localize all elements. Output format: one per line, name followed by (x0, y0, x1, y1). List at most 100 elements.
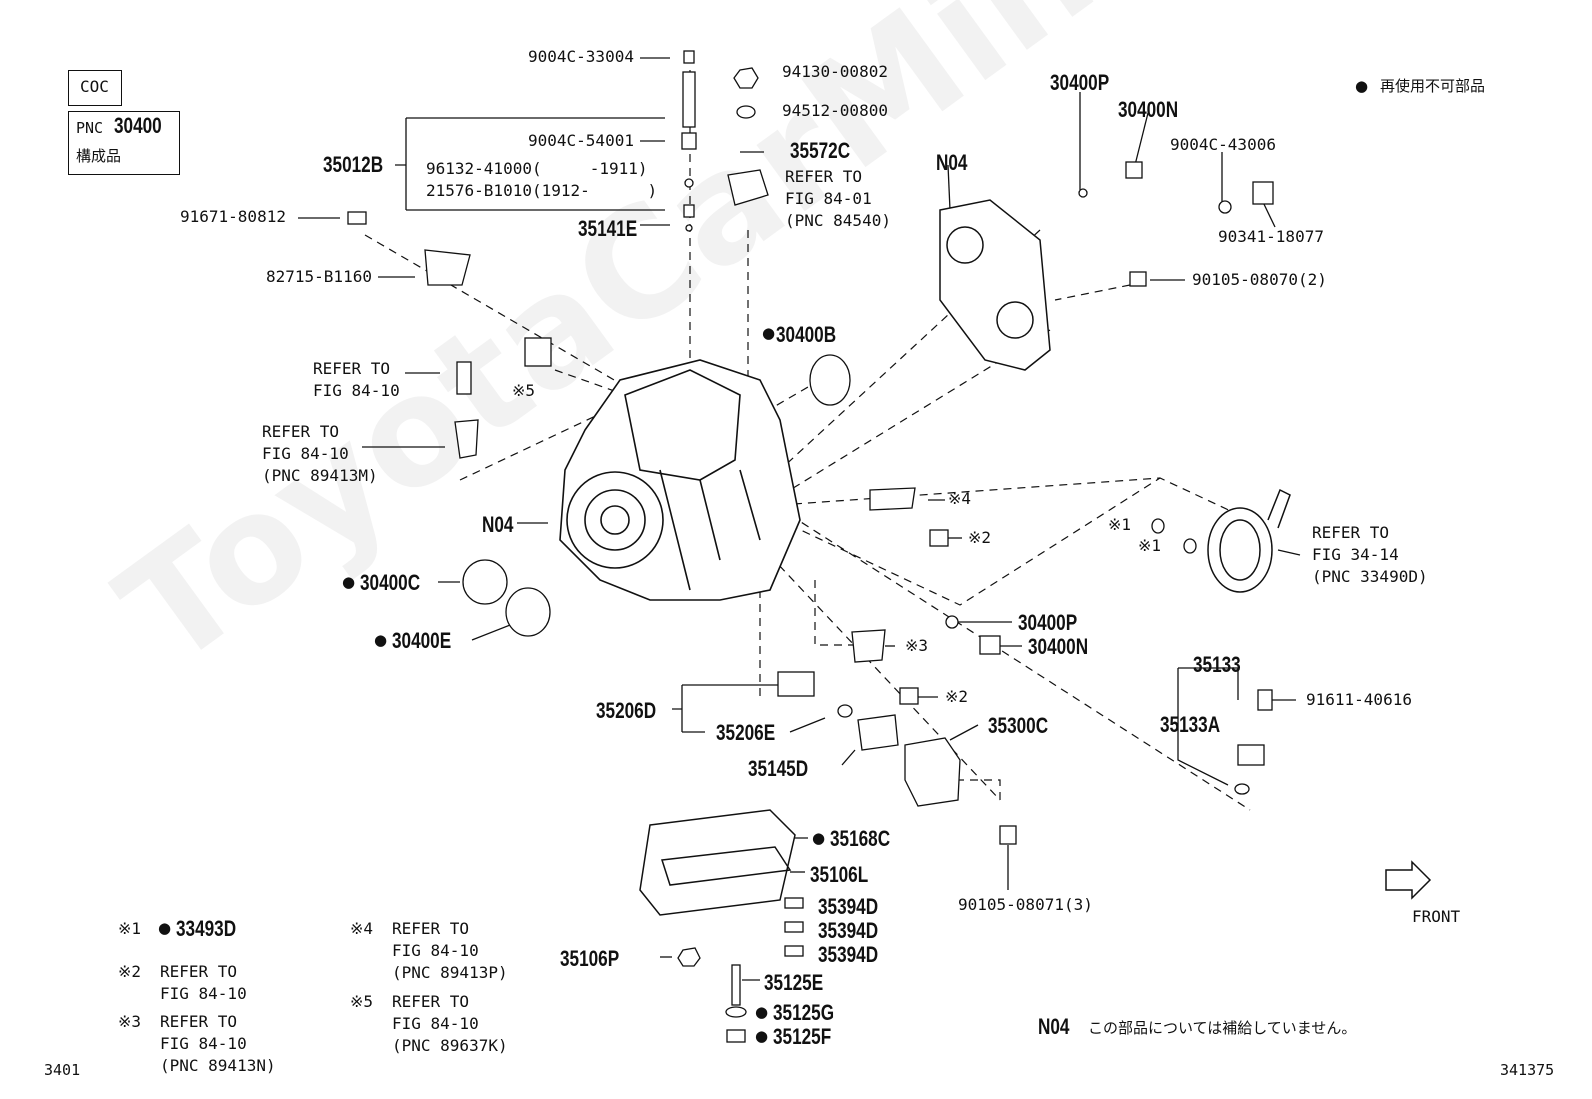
dash-pump (759, 544, 1001, 801)
part-washer (736, 105, 756, 119)
refer-8410b-l2: FIG 84-10 (262, 444, 349, 463)
part-label-21576: 21576-B1010(1912- ) (426, 181, 658, 200)
plug-35125f (726, 1029, 746, 1043)
bracket-35206d (672, 684, 800, 733)
part-spring (681, 132, 697, 150)
part-label-35394d-3: 35394D (818, 942, 879, 967)
refer-3414-l1: REFER TO (1312, 523, 1390, 542)
part-label-9004c-54001: 9004C-54001 (528, 131, 634, 150)
part-label-35141e: 35141E (578, 216, 638, 241)
footer-right-code: 341375 (1500, 1061, 1555, 1079)
stud-35125e (731, 964, 741, 1006)
note5-line3: (PNC 89637K) (392, 1036, 508, 1055)
side-cover (939, 199, 1051, 371)
oil-pan (639, 809, 796, 916)
part-label-30400n-top: 30400N (1118, 97, 1179, 122)
refer-8410a-l2: FIG 84-10 (313, 381, 400, 400)
dash-35133 (789, 514, 1251, 811)
part-m3 (851, 629, 886, 663)
legend-dot: ● (1355, 77, 1369, 95)
part-label-30400c: 30400C (360, 570, 421, 595)
sensor-35133a (1237, 744, 1265, 766)
part-oring (685, 224, 693, 232)
refer-8410b-l1: REFER TO (262, 422, 340, 441)
note4-line3: (PNC 89413P) (392, 963, 508, 982)
dot-35125f: ● (755, 1027, 769, 1045)
mark-3: ※3 (905, 636, 929, 655)
leader-35206e (789, 717, 826, 733)
part-label-96132: 96132-41000( -1911) (426, 159, 648, 178)
part-label-30400p-top: 30400P (1050, 70, 1110, 95)
bolt-m2a (929, 529, 949, 547)
dash-pump-b (955, 779, 1001, 800)
leader-refer-3414 (1277, 549, 1301, 556)
mark-5: ※5 (512, 381, 536, 400)
part-plug (683, 204, 695, 218)
part-m4 (869, 487, 916, 511)
note1-mark: ※1 (118, 919, 142, 938)
part-label-35012b: 35012B (323, 152, 384, 177)
part-label-35145d: 35145D (748, 756, 809, 781)
dash-35300c (814, 580, 870, 646)
note2-line2: FIG 84-10 (160, 984, 247, 1003)
part-label-35394d-2: 35394D (818, 918, 879, 943)
part-label-35394d-1: 35394D (818, 894, 879, 919)
dash-cooler-a (779, 477, 1251, 521)
refer-3414-l2: FIG 34-14 (1312, 545, 1399, 564)
oring-m1b (1183, 538, 1197, 554)
plug-90341 (1252, 181, 1274, 205)
part-label-30400n-mid: 30400N (1028, 634, 1089, 659)
pnc-prefix: PNC (76, 119, 104, 137)
bolt-m2b (899, 687, 919, 705)
bracket-35012b (395, 117, 665, 211)
magnet-1 (784, 897, 804, 909)
part-label-30400p-mid: 30400P (1018, 610, 1078, 635)
part-label-30400b: 30400B (776, 322, 837, 347)
leader-30400e (471, 624, 511, 641)
oring-30400p-top (1078, 188, 1088, 198)
refer-8410a-l1: REFER TO (313, 359, 391, 378)
part-label-35133a: 35133A (1160, 712, 1221, 737)
nut-35106p (677, 947, 701, 967)
dash-cooler-b (789, 477, 1161, 606)
bolt-91611 (1257, 689, 1273, 711)
note3-line3: (PNC 89413N) (160, 1056, 276, 1075)
part-bolt-refer (456, 361, 472, 395)
part-label-n04-cover: N04 (936, 150, 968, 175)
bolt-90105-2 (1129, 271, 1147, 287)
note2-mark: ※2 (118, 962, 142, 981)
refer-8401-l3: (PNC 84540) (785, 211, 891, 230)
seal-30400b (809, 354, 851, 406)
part-refer-sensor (454, 419, 479, 459)
oring-m1a (1151, 518, 1165, 534)
leader-30400n-top (1134, 112, 1149, 166)
dot-30400e: ● (374, 631, 388, 649)
mark-2b: ※2 (945, 687, 969, 706)
transmission-case (559, 359, 801, 601)
legend-text: 再使用不可部品 (1380, 77, 1486, 95)
dot-30400b: ● (762, 324, 776, 342)
footer-left-code: 3401 (44, 1061, 81, 1079)
part-label-90105-3: 90105-08071(3) (958, 895, 1093, 914)
part-label-90105-2: 90105-08070(2) (1192, 270, 1327, 289)
part-label-9004c-33004: 9004C-33004 (528, 47, 634, 66)
mark-1a: ※1 (1108, 515, 1132, 534)
part-tube (682, 71, 696, 128)
footer-n04-text: この部品については補給していません。 (1088, 1019, 1357, 1037)
front-arrow-icon (1385, 860, 1432, 900)
note3-line2: FIG 84-10 (160, 1034, 247, 1053)
mark-4: ※4 (948, 489, 972, 508)
bolt-90105-3 (999, 825, 1017, 845)
part-cap (683, 50, 695, 64)
pnc-subtitle: 構成品 (76, 147, 122, 165)
dash-bracket (364, 234, 641, 396)
part-sensor (524, 337, 552, 367)
magnet-3 (784, 945, 804, 957)
plug-30400n-top (1125, 161, 1143, 179)
note3-line1: REFER TO (160, 1012, 238, 1031)
dash-cover-c (1054, 284, 1131, 301)
dash-cover-b (789, 329, 1051, 491)
part-label-35125e: 35125E (764, 970, 824, 995)
